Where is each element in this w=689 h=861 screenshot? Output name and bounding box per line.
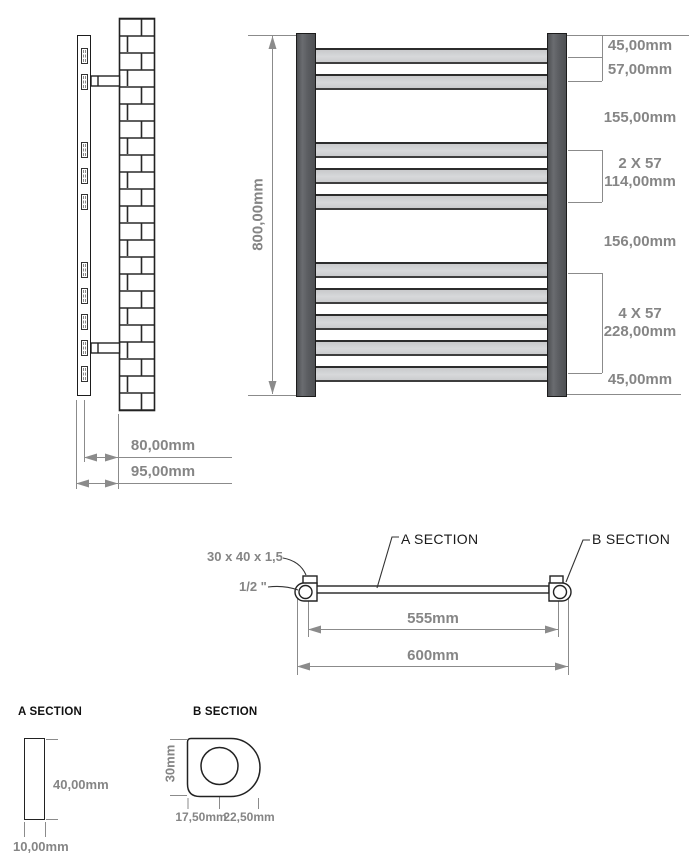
towel-bar bbox=[316, 366, 547, 382]
b-section-shape bbox=[186, 737, 261, 798]
towel-bar bbox=[316, 48, 547, 64]
dim-group-2-total: 114,00mm bbox=[603, 173, 677, 190]
dim-b-edge-offset: 22,50mm bbox=[223, 810, 275, 824]
label-b-section: B SECTION bbox=[592, 531, 671, 547]
leader-a-section bbox=[376, 536, 399, 589]
dim-a-width: 10,00mm bbox=[13, 839, 69, 854]
tube-slot bbox=[81, 340, 88, 356]
towel-bar bbox=[316, 288, 547, 304]
label-tube-profile: 30 x 40 x 1,5 bbox=[207, 549, 283, 564]
leader-lines bbox=[267, 536, 590, 591]
dim-bar-pitch: 57,00mm bbox=[603, 61, 677, 78]
dim-group-3-count: 4 X 57 bbox=[603, 305, 677, 322]
label-a-section: A SECTION bbox=[401, 531, 479, 547]
right-fitting-bore bbox=[552, 584, 568, 600]
leader-thread bbox=[267, 585, 299, 591]
tube-slot bbox=[81, 48, 88, 64]
towel-bar bbox=[316, 262, 547, 278]
towel-bar bbox=[316, 168, 547, 184]
mounting-bracket-bottom bbox=[90, 342, 121, 354]
mounting-bracket-top bbox=[90, 75, 121, 87]
left-collector-column bbox=[296, 33, 316, 397]
left-fitting-bore bbox=[298, 584, 313, 600]
tube-slot bbox=[81, 366, 88, 382]
towel-bar bbox=[316, 142, 547, 158]
tube-slot bbox=[81, 314, 88, 330]
dim-total-width: 600mm bbox=[407, 647, 459, 664]
label-thread-size: 1/2 " bbox=[239, 579, 267, 594]
towel-bar bbox=[316, 74, 547, 90]
b-section-bore bbox=[200, 746, 239, 786]
right-collector-column bbox=[547, 33, 567, 397]
tube-slot bbox=[81, 262, 88, 278]
dim-a-height: 40,00mm bbox=[53, 777, 109, 792]
a-section-title: A SECTION bbox=[18, 706, 82, 718]
brick-wall bbox=[118, 17, 156, 412]
b-section-title: B SECTION bbox=[193, 706, 258, 718]
radiator-side-profile bbox=[77, 35, 91, 396]
plan-tube bbox=[314, 585, 550, 594]
plan-tube-view bbox=[294, 575, 572, 602]
mounting-brackets bbox=[90, 75, 121, 354]
towel-bar bbox=[316, 340, 547, 356]
dim-gap-2: 156,00mm bbox=[603, 233, 677, 250]
dimension-arrows bbox=[76, 36, 568, 671]
tube-slot bbox=[81, 288, 88, 304]
leader-b-section bbox=[565, 539, 590, 583]
tube-slot bbox=[81, 142, 88, 158]
leader-tube-profile bbox=[282, 557, 307, 576]
tube-slot bbox=[81, 194, 88, 210]
a-section-shape bbox=[24, 738, 45, 820]
dim-height: 800,00mm bbox=[249, 178, 267, 251]
dim-total-depth: 95,00mm bbox=[130, 463, 196, 480]
towel-bar bbox=[316, 194, 547, 210]
dim-gap-1: 155,00mm bbox=[603, 109, 677, 126]
tube-slot bbox=[81, 168, 88, 184]
dim-group-2-count: 2 X 57 bbox=[603, 155, 677, 172]
dim-top-offset: 45,00mm bbox=[603, 37, 677, 54]
dim-wall-offset: 80,00mm bbox=[130, 437, 196, 454]
towel-bar bbox=[316, 314, 547, 330]
dim-group-3-total: 228,00mm bbox=[603, 323, 677, 340]
dim-inner-width: 555mm bbox=[407, 610, 459, 627]
dim-bottom-offset: 45,00mm bbox=[603, 371, 677, 388]
dim-b-center-offset: 17,50mm bbox=[175, 810, 227, 824]
dim-b-height: 30mm bbox=[162, 744, 178, 783]
tube-slot bbox=[81, 74, 88, 90]
